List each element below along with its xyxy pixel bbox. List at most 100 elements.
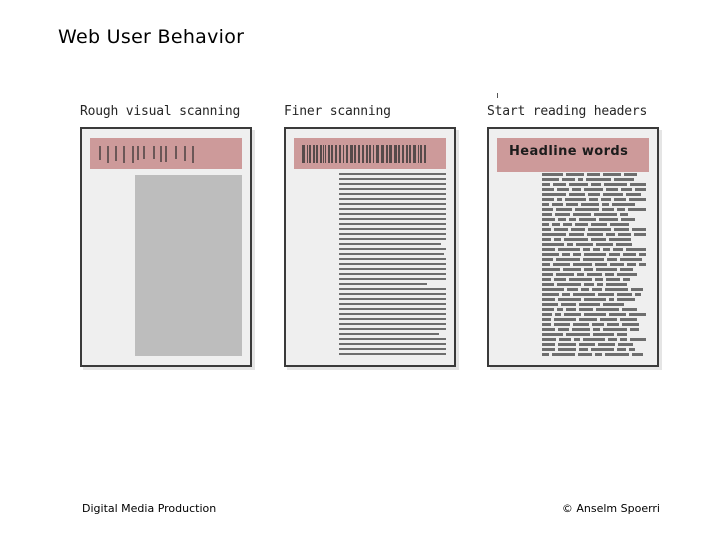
word-fragment xyxy=(598,293,615,296)
word-fragment xyxy=(590,183,602,186)
header-bar xyxy=(316,145,318,163)
text-line xyxy=(542,198,649,201)
header-tick xyxy=(115,146,117,161)
word-fragment xyxy=(620,213,628,216)
word-fragment xyxy=(583,313,607,316)
word-fragment xyxy=(593,213,618,216)
word-fragment xyxy=(638,253,647,256)
word-fragment xyxy=(587,273,603,276)
header-bar xyxy=(362,145,364,163)
word-fragment xyxy=(587,233,604,236)
word-fragment xyxy=(554,228,568,231)
header-bar xyxy=(339,145,341,163)
text-line xyxy=(339,188,446,190)
word-fragment xyxy=(591,288,603,291)
word-fragment xyxy=(613,178,635,181)
word-fragment xyxy=(554,213,570,216)
word-fragment xyxy=(600,318,618,321)
word-fragment xyxy=(558,338,571,341)
word-fragment xyxy=(558,248,580,251)
word-fragment xyxy=(620,188,633,191)
word-fragment xyxy=(617,333,627,336)
word-fragment xyxy=(555,313,562,316)
text-line xyxy=(339,273,446,275)
word-fragment xyxy=(569,233,585,236)
word-fragment xyxy=(579,348,588,351)
word-fragment xyxy=(569,278,592,281)
word-fragment xyxy=(542,203,550,206)
word-fragment xyxy=(605,273,614,276)
text-line xyxy=(542,343,649,346)
page-mock-2 xyxy=(284,127,456,367)
panel-rough-visual-scanning: Rough visual scanning xyxy=(80,104,252,367)
word-fragment xyxy=(631,353,643,356)
text-line xyxy=(339,208,446,210)
text-line xyxy=(339,243,441,245)
header-bar xyxy=(323,145,324,163)
word-fragment xyxy=(542,333,564,336)
word-fragment xyxy=(601,208,615,211)
word-fragment xyxy=(573,338,580,341)
word-fragment xyxy=(584,268,593,271)
panel-caption: Finer scanning xyxy=(284,104,391,119)
word-fragment xyxy=(581,288,589,291)
word-fragment xyxy=(542,268,561,271)
word-fragment xyxy=(569,218,576,221)
text-line xyxy=(339,193,446,195)
header-tick xyxy=(192,146,194,163)
text-line xyxy=(339,238,446,240)
page-surface: Headline words xyxy=(489,129,657,365)
page-surface xyxy=(82,129,250,365)
header-bar xyxy=(343,145,344,163)
text-line xyxy=(339,308,446,310)
header-tick xyxy=(107,146,109,163)
text-line xyxy=(339,303,446,305)
header-tick xyxy=(175,146,177,159)
header-tick xyxy=(165,146,167,162)
word-fragment xyxy=(603,248,611,251)
word-fragment xyxy=(595,268,618,271)
text-line xyxy=(542,223,649,226)
text-line xyxy=(542,298,649,301)
word-fragment xyxy=(542,298,555,301)
word-fragment xyxy=(562,223,572,226)
header-bar xyxy=(402,145,404,163)
text-line xyxy=(542,263,649,266)
text-line xyxy=(339,328,446,330)
word-fragment xyxy=(600,198,612,201)
word-fragment xyxy=(556,188,570,191)
word-fragment xyxy=(617,233,632,236)
word-fragment xyxy=(553,263,570,266)
header-bar xyxy=(420,145,422,163)
word-fragment xyxy=(542,353,550,356)
word-fragment xyxy=(553,183,567,186)
word-fragment xyxy=(542,343,555,346)
header-tick xyxy=(99,146,101,160)
word-fragment xyxy=(557,298,582,301)
word-fragment xyxy=(629,183,646,186)
word-fragment xyxy=(542,283,554,286)
text-line xyxy=(542,288,649,291)
word-fragment xyxy=(555,258,581,261)
panel-finer-scanning: Finer scanning xyxy=(284,104,456,367)
word-fragment xyxy=(595,263,608,266)
header-tick-marks xyxy=(99,146,198,163)
text-line xyxy=(542,328,649,331)
word-fragment xyxy=(583,188,604,191)
page-body-text-lines xyxy=(339,173,446,358)
page-surface xyxy=(286,129,454,365)
word-fragment xyxy=(564,238,588,241)
word-fragment xyxy=(622,308,638,311)
word-fragment xyxy=(625,248,647,251)
word-fragment xyxy=(588,228,612,231)
text-line xyxy=(339,313,446,315)
text-line xyxy=(542,253,649,256)
word-fragment xyxy=(566,173,584,176)
word-fragment xyxy=(614,228,629,231)
header-bar xyxy=(394,145,397,163)
text-line xyxy=(542,233,649,236)
word-fragment xyxy=(542,233,567,236)
word-fragment xyxy=(617,298,636,301)
word-fragment xyxy=(566,308,576,311)
text-line xyxy=(542,178,649,181)
